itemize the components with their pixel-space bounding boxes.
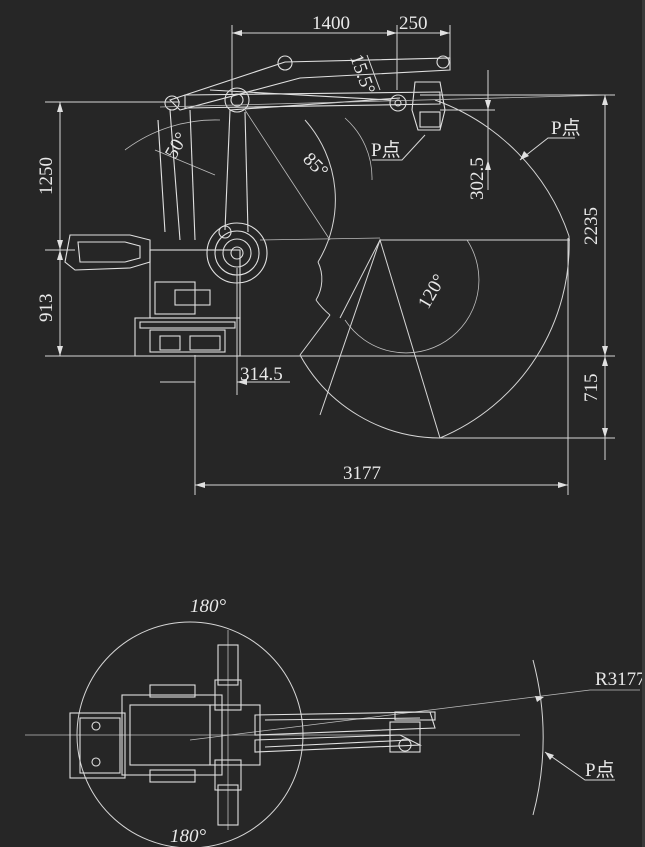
dim-angle-120: 120°: [414, 271, 450, 313]
radius-label: R3177: [595, 669, 645, 690]
angle-arcs: [124, 109, 480, 354]
side-view: 1400 250 15.5° 1250 913 50° 85° 120° 302…: [36, 13, 615, 495]
robot-arm-side: [64, 55, 451, 357]
dim-height-lower: 913: [36, 294, 57, 323]
outer-reach-arc: [532, 659, 544, 816]
dim-offset-p: 302.5: [467, 157, 488, 200]
top-angle-lower: 180°: [170, 826, 207, 847]
top-view: 180° 180° R3177 P点: [25, 596, 645, 847]
work-envelope: [259, 99, 570, 439]
dimension-lines-side: [45, 25, 615, 495]
p-point-label-side: P点: [371, 139, 401, 161]
dimension-texts-side: 1400 250 15.5° 1250 913 50° 85° 120° 302…: [36, 13, 602, 484]
robot-arm-top: [69, 644, 436, 826]
dim-upper-arm: 1400: [312, 13, 350, 34]
dim-height-upper: 1250: [36, 157, 57, 195]
dim-tilt-angle: 15.5°: [345, 52, 379, 98]
arrowheads-side: [57, 30, 608, 488]
dim-reach-height: 2235: [581, 207, 602, 245]
p-point-label-top: P点: [585, 759, 615, 781]
dim-forearm: 250: [399, 13, 428, 34]
dim-angle-85: 85°: [298, 149, 332, 183]
dim-base-offset: 314.5: [240, 364, 283, 385]
top-angle-upper: 180°: [190, 596, 227, 617]
dim-reach-horizontal: 3177: [343, 463, 381, 484]
right-edge-divider: [642, 0, 645, 847]
p-point-label-side-right: P点: [551, 117, 581, 139]
dim-angle-50: 50°: [161, 129, 192, 163]
dim-below-base: 715: [581, 374, 602, 403]
